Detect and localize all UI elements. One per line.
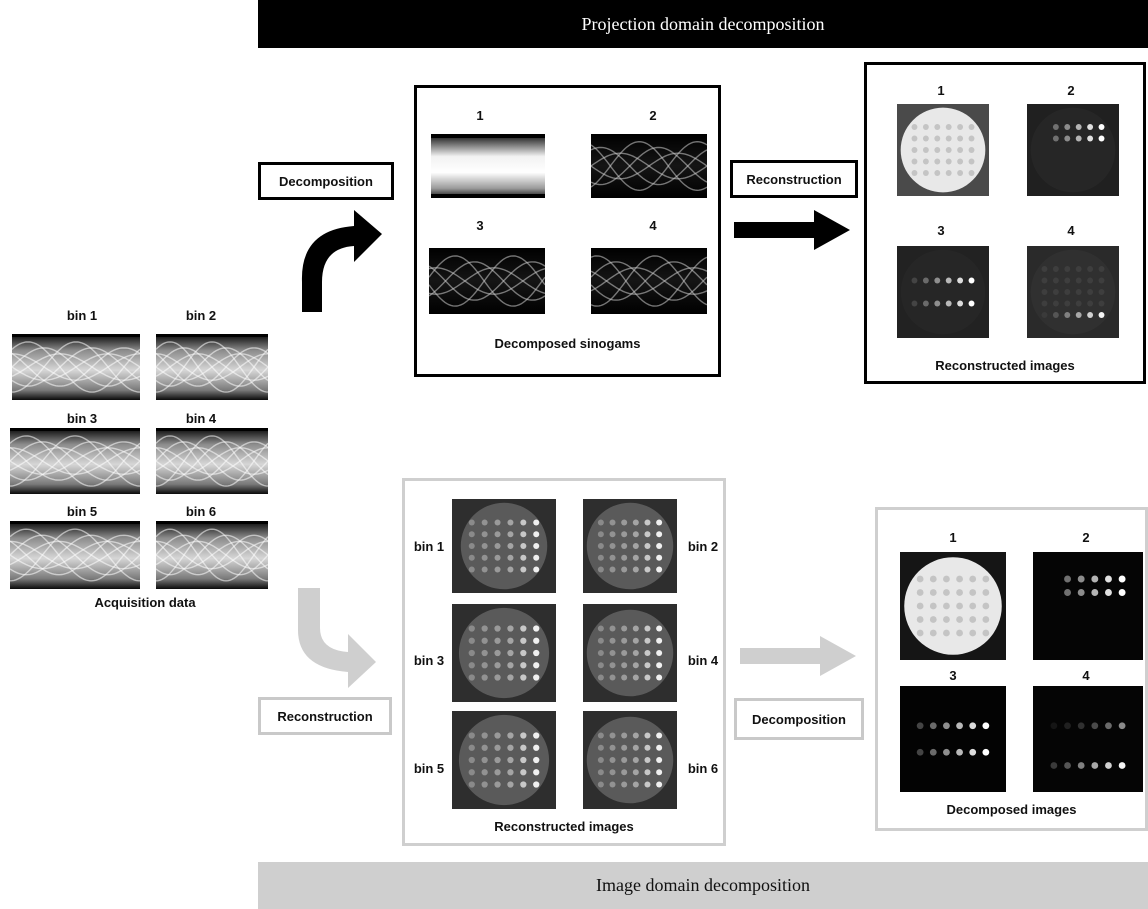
- projection-domain-banner: Projection domain decomposition: [258, 0, 1148, 48]
- material-image: [897, 246, 989, 338]
- bin-reconstructed-images-panel: bin 1 bin 2 bin 3 bin 4 bin 5 bin 6 Reco…: [402, 478, 726, 846]
- decomposition-step-label-image-domain: Decomposition: [734, 698, 864, 740]
- recon-bin-label: bin 1: [413, 539, 445, 554]
- curved-arrow-gray-icon: [298, 588, 376, 688]
- right-arrow-black-icon: [734, 210, 850, 250]
- acquisition-sinogram: [156, 334, 268, 400]
- recon-bin-label: bin 6: [687, 761, 719, 776]
- decomposed-images-panel: 1 2 3 4 Decomposed images: [875, 507, 1148, 831]
- acq-bin-label: bin 5: [66, 504, 98, 519]
- material-number: 1: [949, 530, 957, 545]
- decomposed-image: [900, 686, 1006, 792]
- material-number: 1: [937, 83, 945, 98]
- decomposed-images-caption: Decomposed images: [946, 802, 1077, 817]
- acq-bin-label: bin 3: [66, 411, 98, 426]
- material-number: 2: [1082, 530, 1090, 545]
- projection-images-caption: Reconstructed images: [935, 358, 1075, 373]
- acquisition-sinogram: [10, 521, 140, 589]
- sinogram-number: 3: [476, 218, 484, 233]
- acq-bin-label: bin 6: [185, 504, 217, 519]
- material-number: 2: [1067, 83, 1075, 98]
- recon-bin-label: bin 4: [687, 653, 719, 668]
- sinogram-number: 2: [649, 108, 657, 123]
- material-number: 3: [937, 223, 945, 238]
- decomposition-step-label: Decomposition: [258, 162, 394, 200]
- material-image: [897, 104, 989, 196]
- decomposed-image: [900, 552, 1006, 660]
- acq-bin-label: bin 2: [185, 308, 217, 323]
- bin-reconstructed-image: [583, 499, 677, 593]
- acq-bin-label: bin 4: [185, 411, 217, 426]
- sinogram-number: 4: [649, 218, 657, 233]
- acq-bin-label: bin 1: [66, 308, 98, 323]
- material-image: [1027, 104, 1119, 196]
- bin-reconstructed-caption: Reconstructed images: [494, 819, 634, 834]
- bin-reconstructed-image: [452, 711, 556, 809]
- sinogram-number: 1: [476, 108, 484, 123]
- reconstruction-step-label: Reconstruction: [730, 160, 858, 198]
- decomposed-image: [1033, 552, 1143, 660]
- bin-reconstructed-image: [583, 711, 677, 809]
- acquisition-sinogram: [156, 521, 268, 589]
- image-domain-banner: Image domain decomposition: [258, 862, 1148, 909]
- decomposed-sinogram: [591, 134, 707, 198]
- right-arrow-gray-icon: [740, 636, 856, 676]
- decomposed-sinogram: [591, 248, 707, 314]
- projection-reconstructed-images-panel: 1 2 3 4 Reconstructed images: [864, 62, 1146, 384]
- recon-bin-label: bin 3: [413, 653, 445, 668]
- recon-bin-label: bin 5: [413, 761, 445, 776]
- reconstruction-step-label-image-domain: Reconstruction: [258, 697, 392, 735]
- decomposed-sinogram: [429, 248, 545, 314]
- acquisition-caption: Acquisition data: [94, 595, 196, 610]
- curved-arrow-black-icon: [301, 210, 382, 312]
- decomposed-sinogram: [431, 134, 545, 198]
- material-number: 4: [1082, 668, 1090, 683]
- sinograms-caption: Decomposed sinogams: [494, 336, 641, 351]
- material-number: 3: [949, 668, 957, 683]
- acquisition-sinogram: [10, 428, 140, 494]
- decomposed-sinograms-panel: 1 2 3 4 Decomposed sinogams: [414, 85, 721, 377]
- bin-reconstructed-image: [452, 604, 556, 702]
- decomposed-image: [1033, 686, 1143, 792]
- acquisition-sinogram: [12, 334, 140, 400]
- material-image: [1027, 246, 1119, 338]
- material-number: 4: [1067, 223, 1075, 238]
- acquisition-sinogram: [156, 428, 268, 494]
- recon-bin-label: bin 2: [687, 539, 719, 554]
- bin-reconstructed-image: [452, 499, 556, 593]
- bin-reconstructed-image: [583, 604, 677, 702]
